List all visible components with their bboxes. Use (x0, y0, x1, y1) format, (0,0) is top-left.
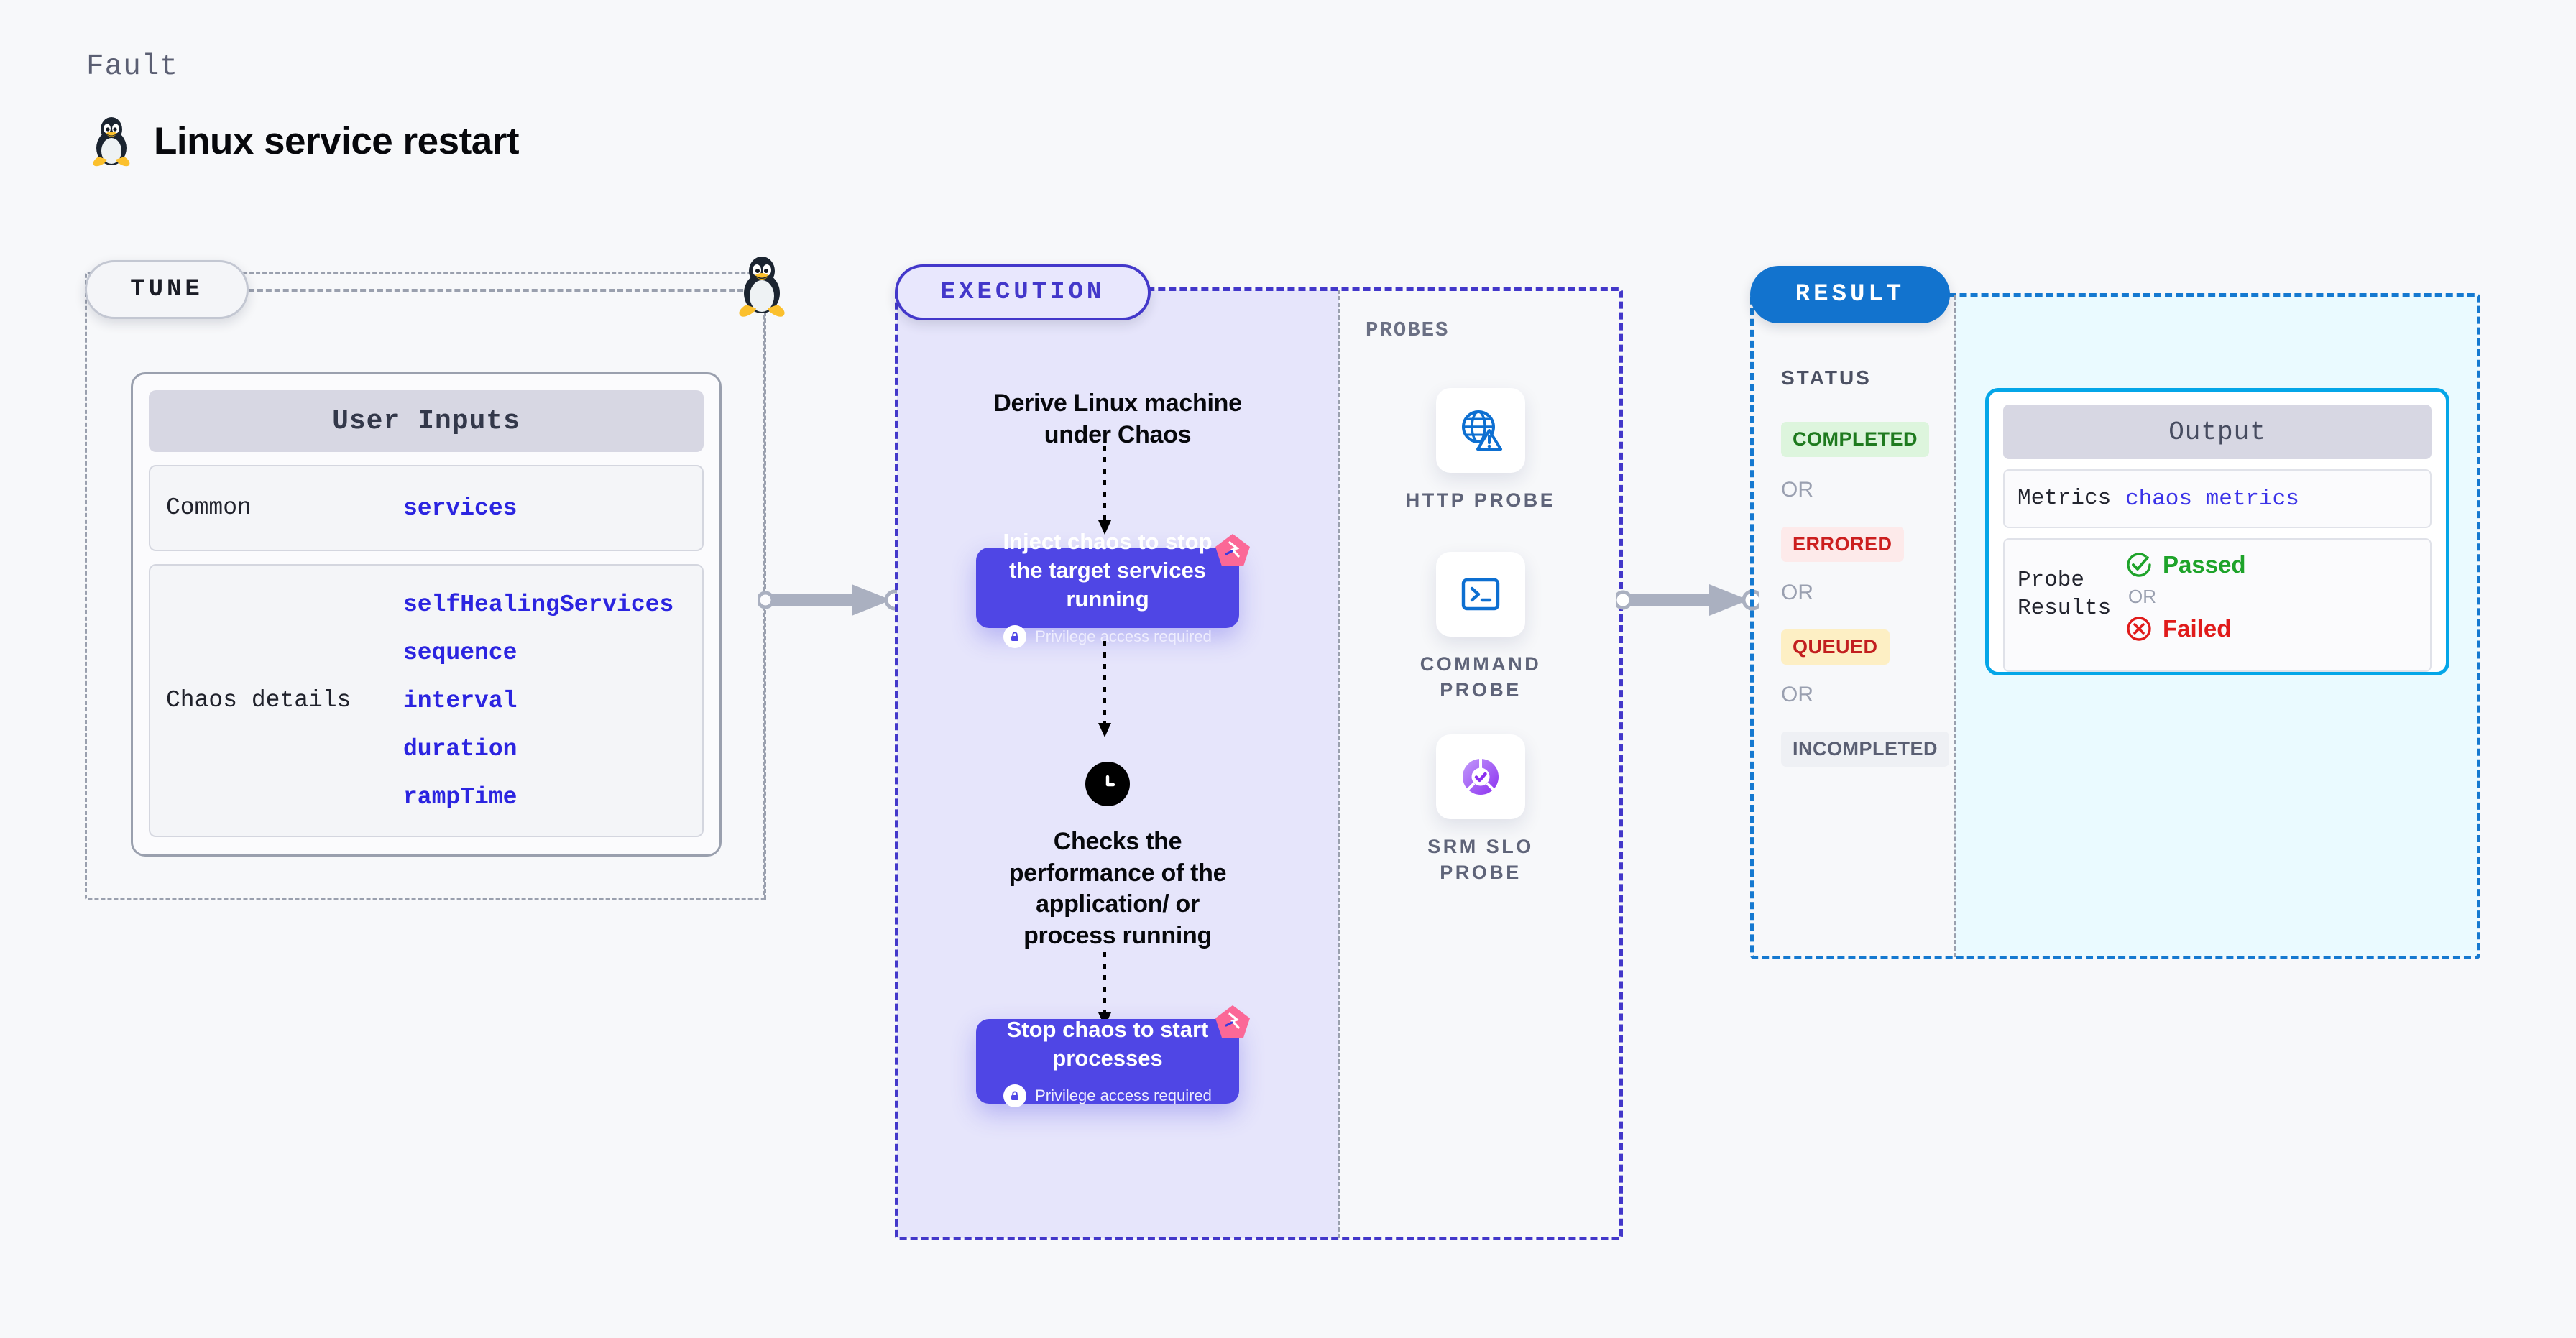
result-divider (1954, 295, 1956, 957)
tune-section-chaos-details: Chaos details selfHealingServices sequen… (149, 564, 704, 837)
tune-value[interactable]: sequence (403, 639, 518, 666)
execution-step-checks: Checks the performance of the applicatio… (1008, 828, 1227, 949)
tune-value[interactable]: selfHealingServices (403, 591, 674, 618)
tune-section-label: Common (166, 494, 252, 522)
user-inputs-card: User Inputs Common services Chaos detail… (131, 372, 722, 857)
chaos-card-stop[interactable]: Stop chaos to start processes Privilege … (976, 1005, 1250, 1108)
probe-name: SRM SLO PROBE (1427, 836, 1534, 884)
x-circle-icon (2127, 617, 2151, 641)
result-panel (1750, 293, 2480, 959)
lock-icon (1003, 625, 1027, 649)
tune-value[interactable]: services (403, 494, 518, 522)
tune-section-values: selfHealingServices sequence interval du… (403, 591, 673, 811)
tune-section-common: Common services (149, 465, 704, 551)
output-metrics-value[interactable]: chaos metrics (2125, 486, 2299, 512)
tune-panel (85, 272, 765, 900)
output-title: Output (2003, 405, 2432, 459)
tune-value[interactable]: duration (403, 735, 518, 762)
result-badge[interactable]: RESULT (1750, 266, 1950, 323)
tune-value[interactable]: interval (403, 687, 518, 714)
globe-warning-icon (1462, 410, 1502, 451)
tune-section-label: Chaos details (166, 687, 351, 714)
probe-result-passed-label: Passed (2163, 551, 2246, 578)
dotted-arrow-down-icon (1098, 446, 1111, 535)
privilege-note: Privilege access required (1003, 1084, 1212, 1108)
status-or: OR (1781, 683, 1813, 706)
probes-label: PROBES (1366, 318, 1450, 342)
probe-srm-slo[interactable]: SRM SLO PROBE (1394, 734, 1567, 886)
output-metrics-row: Metrics chaos metrics (2003, 469, 2432, 528)
tune-section-values: services (403, 495, 517, 522)
probe-result-values: Passed OR Failed (2125, 551, 2246, 642)
status-badge-incompleted: INCOMPLETED (1781, 732, 1950, 767)
tune-top-dashed-line (249, 289, 752, 292)
connector-tune-to-execution (758, 584, 902, 616)
probe-tile (1436, 734, 1525, 819)
tux-penguin-icon (93, 117, 130, 167)
chaos-card-title: Stop chaos to start processes (1006, 1016, 1209, 1071)
status-badge-errored: ERRORED (1781, 527, 1904, 562)
output-probe-results-row: Probe Results Passed OR Failed (2003, 538, 2432, 672)
user-inputs-title: User Inputs (149, 390, 704, 452)
tune-value[interactable]: rampTime (403, 783, 518, 811)
output-probe-results-label: Probe Results (2018, 568, 2112, 621)
check-circle-icon (2127, 553, 2151, 577)
output-card: Output Metrics chaos metrics Probe Resul… (1985, 388, 2450, 675)
chaos-corner-badge-icon (1215, 534, 1250, 566)
probe-name: HTTP PROBE (1405, 489, 1556, 511)
terminal-icon (1461, 578, 1500, 611)
probe-tile (1436, 552, 1525, 637)
probe-result-or: OR (2128, 586, 2156, 607)
probe-name: COMMAND PROBE (1420, 653, 1542, 701)
dotted-arrow-down-icon (1098, 641, 1111, 737)
privilege-text: Privilege access required (1035, 627, 1212, 646)
execution-step-derive: Derive Linux machine under Chaos (993, 389, 1242, 448)
tune-right-dashed-line (764, 260, 766, 900)
probe-command[interactable]: COMMAND PROBE (1394, 552, 1567, 703)
execution-badge[interactable]: EXECUTION (895, 264, 1151, 320)
tux-connector-icon (739, 257, 785, 317)
output-metrics-label: Metrics (2018, 485, 2112, 511)
status-or: OR (1781, 478, 1813, 502)
tune-badge[interactable]: TUNE (85, 260, 249, 319)
status-badge-completed: COMPLETED (1781, 422, 1930, 457)
clock-icon (1085, 762, 1130, 806)
status-label: STATUS (1781, 366, 1872, 389)
chaos-corner-badge-icon (1215, 1005, 1250, 1038)
status-or: OR (1781, 581, 1813, 604)
privilege-note: Privilege access required (1003, 625, 1212, 649)
connector-execution-to-result (1616, 584, 1760, 616)
status-badge-queued: QUEUED (1781, 629, 1890, 665)
lock-icon (1003, 1084, 1027, 1108)
fault-kicker: Fault (86, 50, 179, 83)
probe-http[interactable]: HTTP PROBE (1394, 388, 1567, 513)
slo-donut-check-icon (1463, 759, 1499, 795)
execution-probes-divider (1338, 290, 1340, 1238)
probe-result-passed: Passed (2125, 551, 2246, 578)
probe-tile (1436, 388, 1525, 473)
chaos-card-title: Inject chaos to stop the target services… (1003, 528, 1213, 612)
page-title: Linux service restart (89, 115, 519, 167)
chaos-card-inject[interactable]: Inject chaos to stop the target services… (976, 529, 1250, 649)
privilege-text: Privilege access required (1035, 1086, 1212, 1105)
execution-panel (895, 287, 1623, 1240)
probe-result-failed: Failed (2125, 615, 2246, 642)
page-title-text: Linux service restart (154, 119, 519, 162)
probe-result-failed-label: Failed (2163, 615, 2232, 642)
